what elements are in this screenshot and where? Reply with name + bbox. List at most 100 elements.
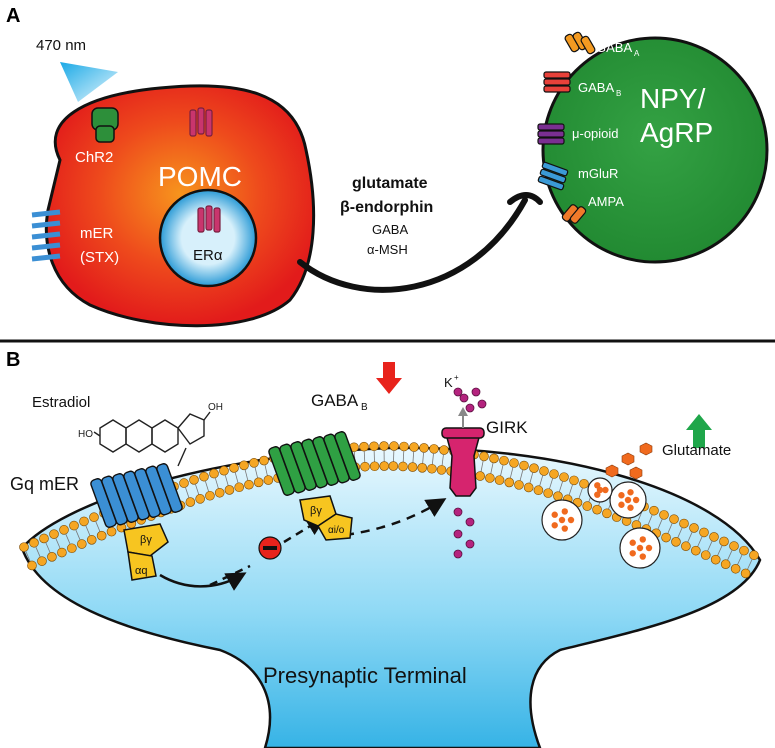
lipid-head-inner [427, 463, 437, 474]
lipid-head-outer [259, 455, 269, 466]
panel-b-label: B [6, 349, 20, 371]
lipid-head-outer [749, 550, 759, 561]
vesicle-glutamate [627, 489, 634, 496]
lipid-head-outer [79, 516, 89, 527]
lipid-head-outer [519, 460, 529, 471]
vesicle-glutamate [558, 516, 566, 524]
lipid-head-outer [239, 460, 249, 471]
lipid-tail [697, 535, 703, 548]
glutamate-label: Glutamate [662, 442, 731, 459]
lipid-head-inner [436, 465, 447, 475]
receptor-mu-opioid-label: μ-opioid [572, 126, 619, 141]
vesicle-glutamate [629, 539, 636, 546]
lipid-head-inner [234, 482, 244, 493]
lipid-head-inner [681, 541, 691, 552]
lipid-head-outer [489, 453, 499, 464]
lipid-head-inner [582, 501, 593, 511]
lipid-head-inner [106, 526, 117, 537]
lipid-tail [244, 469, 249, 481]
lipid-head-inner [47, 552, 57, 562]
light-cone-icon [60, 62, 118, 102]
lipid-tail [363, 450, 366, 463]
lipid-tail [412, 451, 415, 464]
lipid-tail [726, 549, 733, 561]
vesicle-glutamate [594, 482, 601, 489]
lipid-head-outer [249, 458, 259, 468]
gq-alpha-label: αq [135, 565, 147, 577]
receptor-ampa-label: AMPA [588, 194, 624, 209]
lipid-tail [667, 522, 673, 535]
estradiol-molecule-icon [93, 411, 211, 467]
vesicle-glutamate [627, 504, 634, 511]
vesicle-glutamate [645, 544, 653, 552]
lipid-head-outer [689, 523, 699, 533]
lipid-tail [529, 471, 534, 484]
receptor-gaba-a-label: GABA [596, 40, 632, 55]
lipid-tail [490, 462, 494, 475]
vesicle-glutamate [639, 536, 646, 543]
chr2-channel-icon [91, 107, 119, 143]
lipid-head-outer [89, 512, 99, 523]
lipid-head-inner [379, 461, 390, 471]
lipid-tail [500, 464, 504, 477]
mglur-receptor-icon [537, 161, 569, 191]
gq-mer-receptor-icon [90, 463, 183, 528]
lipid-tail [35, 546, 41, 558]
lipid-head-outer [429, 444, 439, 454]
lipid-head-inner [27, 560, 37, 571]
lipid-head-outer [729, 541, 739, 551]
lipid-tail [45, 541, 51, 554]
girk-label: GIRK [486, 418, 528, 437]
synaptic-vesicles [541, 477, 661, 569]
lipid-tail [509, 466, 514, 479]
lipid-tail [204, 480, 210, 493]
lipid-head-inner [388, 461, 399, 471]
lipid-head-inner [523, 482, 534, 493]
mer-label-line1: mER [80, 225, 114, 242]
lipid-head-outer [699, 527, 709, 538]
ampa-receptor-icon [561, 204, 587, 224]
lipid-head-outer [209, 468, 219, 479]
lipid-head-inner [710, 554, 721, 565]
lipid-tail [558, 480, 564, 493]
vesicle-glutamate [551, 511, 558, 518]
lipid-tail [716, 544, 723, 557]
lipid-tail [677, 527, 683, 539]
lipid-tail [480, 460, 484, 473]
estradiol-ho-label: HO [78, 429, 93, 440]
lipid-head-inner [592, 504, 602, 515]
lipid-head-outer [739, 545, 749, 556]
lipid-head-outer [399, 441, 409, 452]
lipid-tail [85, 524, 91, 537]
lipid-head-inner [504, 477, 515, 488]
projection-terminal-icon [507, 192, 543, 205]
receptor-gaba-b-sub: B [616, 89, 621, 98]
vesicle-glutamate [632, 496, 640, 504]
lipid-head-inner [514, 480, 524, 490]
lipid-head-inner [263, 475, 274, 485]
gaba-b-label: GABA [311, 391, 359, 410]
lipid-tail [736, 554, 743, 566]
vesicle-glutamate [639, 553, 646, 560]
lipid-head-outer [659, 510, 669, 520]
lipid-head-outer [439, 445, 449, 455]
lipid-head-inner [244, 479, 254, 490]
lipid-head-inner [700, 550, 711, 560]
vesicle-glutamate [636, 544, 644, 552]
presynaptic-terminal-label: Presynaptic Terminal [263, 663, 467, 688]
transmitter-beta-endorphin: β-endorphin [340, 199, 433, 216]
k-ions-inside [453, 507, 475, 559]
lipid-head-outer [379, 441, 389, 451]
lipid-head-inner [533, 485, 544, 496]
lipid-tail [402, 450, 405, 463]
lipid-tail [55, 537, 61, 550]
npy-agrp-label-line2: AgRP [640, 117, 713, 148]
estradiol-label: Estradiol [32, 394, 90, 411]
gaba-b-subscript: B [361, 402, 368, 413]
er-alpha-label: ERα [193, 247, 223, 264]
gio-beta-gamma-label: βγ [310, 505, 322, 517]
lipid-head-inner [691, 545, 701, 556]
lipid-head-inner [57, 547, 67, 558]
lipid-tail [254, 466, 259, 479]
vesicle-glutamate [561, 508, 568, 515]
